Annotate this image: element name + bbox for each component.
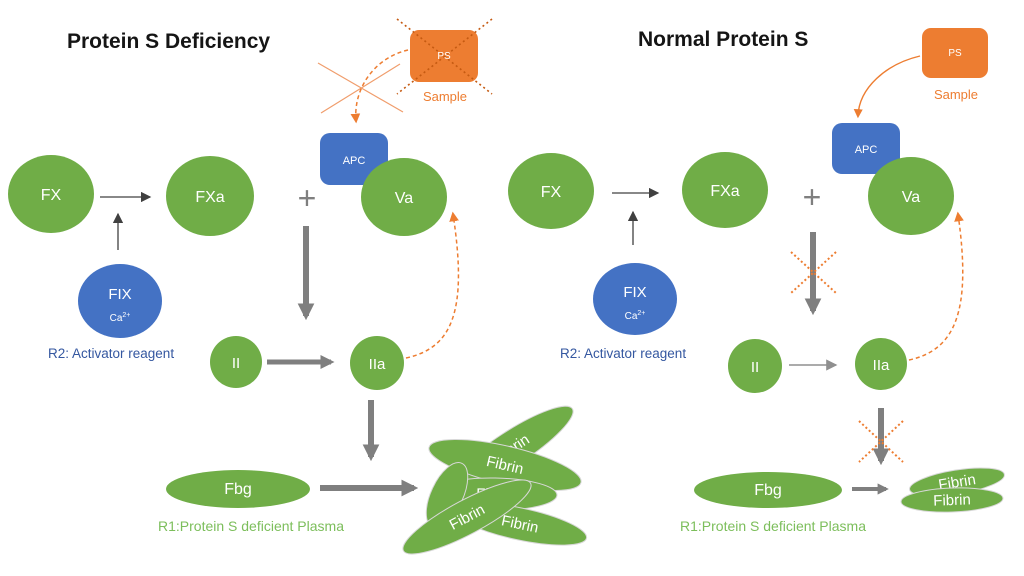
iia-node-right <box>855 338 907 390</box>
fx-label-right: FX <box>541 184 562 201</box>
iia-node-left <box>350 336 404 390</box>
fxa-label-right: FXa <box>710 183 739 200</box>
fibrin-strand-right-2: Fibrin <box>900 487 1004 513</box>
iia-label-left: IIa <box>369 356 386 373</box>
fbg-node-left <box>166 470 310 508</box>
fbg-label-left: Fbg <box>224 481 252 498</box>
blocked-cross-upper-2 <box>790 251 837 294</box>
calcium-label-left: Ca2+ <box>110 312 131 324</box>
fix-label-right: FIX <box>623 284 646 301</box>
r1-plasma-label-right: R1:Protein S deficient Plasma <box>680 518 866 534</box>
apc-label-left: APC <box>343 155 366 167</box>
sample-label-right: Sample <box>934 87 978 102</box>
ps-to-apc-arrow-right <box>853 55 921 119</box>
fibrin-label-right-2: Fibrin <box>933 491 971 509</box>
fibrin-strand-6: Fibrin <box>402 479 532 555</box>
va-label-left: Va <box>395 190 413 207</box>
right-panel: Normal Protein S PS Sample APC Va + FX F… <box>508 28 1005 534</box>
fibrin-ellipse-right-2 <box>900 487 1004 513</box>
iia-label-right: IIa <box>873 357 890 374</box>
apc-box-right <box>832 123 900 174</box>
va-node-right <box>868 157 954 235</box>
blocked-cross-upper-1 <box>790 251 837 294</box>
calcium-superscript-right: 2+ <box>637 310 645 317</box>
ii-label-right: II <box>751 359 759 376</box>
plus-sign-left: + <box>298 180 317 216</box>
fix-node-right <box>593 263 677 335</box>
fbg-node-right <box>694 472 842 508</box>
ps-to-apc-dashed-arrow-left <box>350 49 409 124</box>
r2-reagent-label-left: R2: Activator reagent <box>48 346 174 361</box>
sample-label-left: Sample <box>423 89 467 104</box>
ps-box-right <box>922 28 988 78</box>
ii-node-left <box>210 336 262 388</box>
ii-node-right <box>728 339 782 393</box>
fxa-node-right <box>682 152 768 228</box>
ps-label-right: PS <box>948 48 962 59</box>
calcium-base-right: Ca <box>625 311 638 322</box>
fibrin-clot-left: Fibrin Fibrin Fibrin Fibrin Fibrin <box>402 405 588 555</box>
ps-label-left: PS <box>437 51 451 62</box>
r1-plasma-label-left: R1:Protein S deficient Plasma <box>158 518 344 534</box>
fibrin-ellipse-6 <box>402 479 532 555</box>
plus-sign-right: + <box>803 179 822 215</box>
calcium-superscript-left: 2+ <box>122 312 130 319</box>
right-panel-title: Normal Protein S <box>638 28 808 51</box>
fibrin-strand-2: Fibrin <box>428 438 582 492</box>
calcium-label-right: Ca2+ <box>625 310 646 322</box>
fx-label-left: FX <box>41 187 62 204</box>
fix-node-left <box>78 264 162 338</box>
left-panel: Protein S Deficiency PS Sample APC Va + … <box>8 18 588 555</box>
fibrin-small-right: Fibrin Fibrin <box>900 467 1005 513</box>
ps-cross-solid-line-1 <box>317 62 404 113</box>
left-panel-title: Protein S Deficiency <box>67 30 270 53</box>
blocked-cross-lower-2 <box>858 420 904 463</box>
fbg-label-right: Fbg <box>754 482 782 499</box>
ii-label-left: II <box>232 355 240 372</box>
va-node-left <box>361 158 447 236</box>
r2-reagent-label-right: R2: Activator reagent <box>560 346 686 361</box>
calcium-base-left: Ca <box>110 313 123 324</box>
ps-dotted-cross-2 <box>396 18 493 95</box>
fxa-label-left: FXa <box>195 189 224 206</box>
fx-node-right <box>508 153 594 229</box>
fx-node-left <box>8 155 94 233</box>
fix-label-left: FIX <box>108 286 131 303</box>
iia-to-va-feedback-arrow-right <box>908 211 964 361</box>
iia-to-va-feedback-arrow-left <box>405 211 460 359</box>
va-label-right: Va <box>902 189 920 206</box>
blocked-cross-lower-1 <box>858 420 904 463</box>
apc-label-right: APC <box>855 144 878 156</box>
fxa-node-left <box>166 156 254 236</box>
